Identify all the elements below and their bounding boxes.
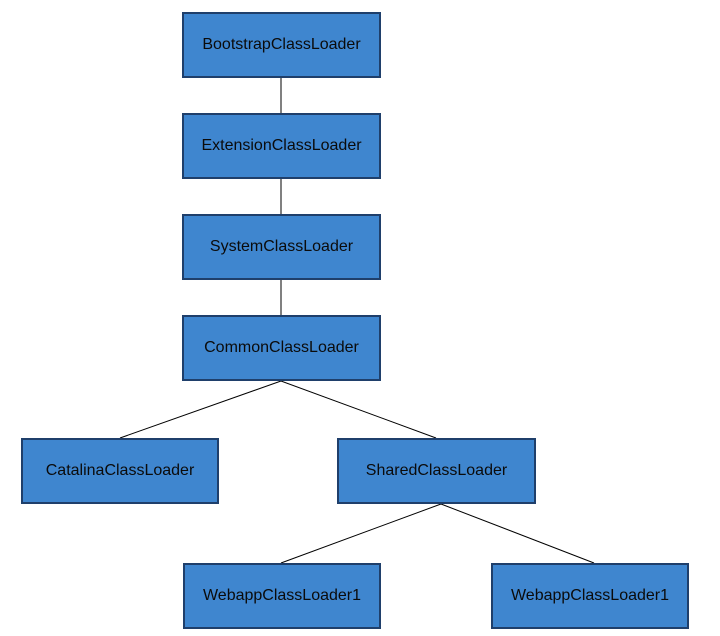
extension-classloader-node: ExtensionClassLoader: [182, 113, 381, 179]
edge-shared-webapp-a: [280, 503, 442, 564]
edge-shared-webapp-b: [440, 503, 595, 564]
shared-classloader-node: SharedClassLoader: [337, 438, 536, 504]
node-label: CommonClassLoader: [204, 339, 359, 356]
node-label: SharedClassLoader: [365, 462, 508, 479]
node-label: CatalinaClassLoader: [45, 462, 195, 479]
node-label: WebappClassLoader1: [510, 587, 670, 604]
catalina-classloader-node: CatalinaClassLoader: [21, 438, 219, 504]
node-label: WebappClassLoader1: [202, 587, 362, 604]
node-label: ExtensionClassLoader: [201, 137, 362, 154]
webapp-classloader-node-left: WebappClassLoader1: [183, 563, 381, 629]
common-classloader-node: CommonClassLoader: [182, 315, 381, 381]
edge-common-shared: [280, 380, 437, 439]
node-label: SystemClassLoader: [209, 238, 354, 255]
system-classloader-node: SystemClassLoader: [182, 214, 381, 280]
edge-common-catalina: [119, 380, 282, 439]
bootstrap-classloader-node: BootstrapClassLoader: [182, 12, 381, 78]
webapp-classloader-node-right: WebappClassLoader1: [491, 563, 689, 629]
node-label: BootstrapClassLoader: [202, 36, 361, 53]
